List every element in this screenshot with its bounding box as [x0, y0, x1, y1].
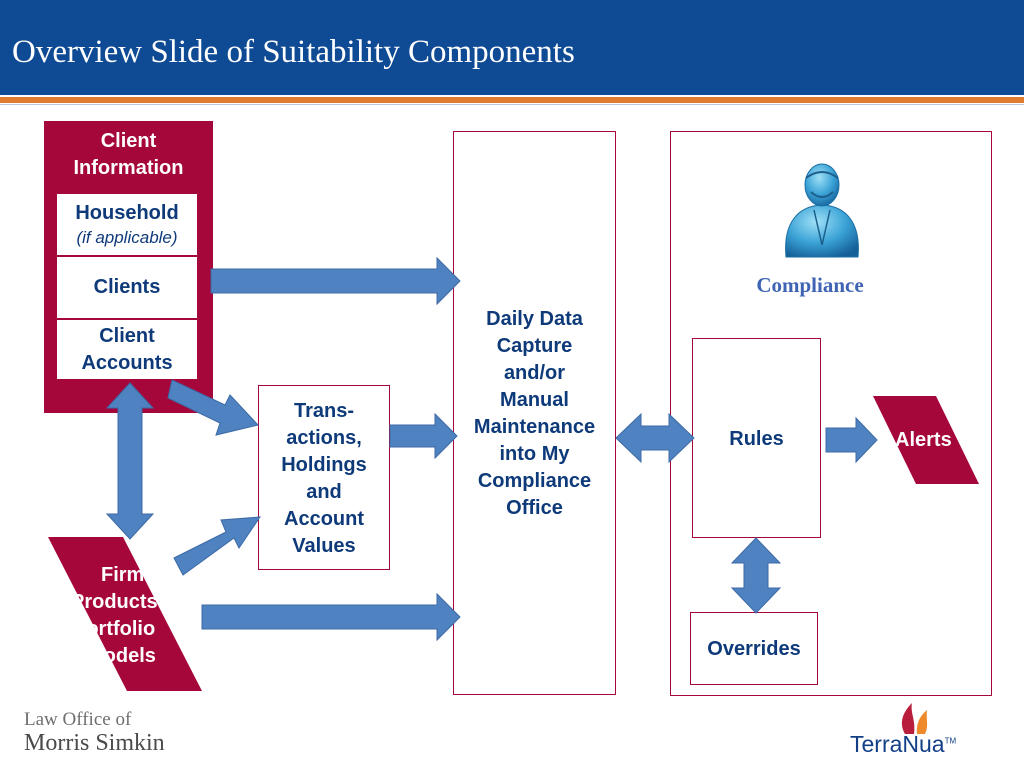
- rules-label: Rules: [729, 428, 784, 450]
- client-accounts-box: Client Accounts: [56, 319, 198, 380]
- accounts-to-transactions-arrow: [167, 379, 259, 436]
- transactions-line2: actions,: [286, 427, 362, 449]
- household-label: Household: [75, 202, 179, 224]
- products-to-transactions-arrow: [173, 516, 261, 576]
- accounts-products-double-arrow: [105, 382, 155, 540]
- firm-products-line4: Models: [87, 645, 156, 667]
- clients-label: Clients: [93, 276, 161, 298]
- slide-header: Overview Slide of Suitability Components: [0, 0, 1024, 95]
- client-information-title-line2: Information: [73, 157, 184, 179]
- client-accounts-line2: Accounts: [81, 351, 173, 374]
- daily-capture-line4: Manual: [500, 389, 569, 411]
- transactions-text: Trans- actions, Holdings and Account Val…: [258, 398, 390, 560]
- compliance-person-icon: [785, 163, 859, 258]
- daily-capture-line3: and/or: [503, 362, 566, 384]
- footer-firm-name: Morris Simkin: [24, 730, 165, 756]
- header-accent-rule: [0, 97, 1024, 103]
- transactions-line4: and: [306, 481, 342, 503]
- slide-title: Overview Slide of Suitability Components: [12, 34, 575, 70]
- overrides-box: [690, 612, 818, 685]
- transactions-box: [258, 385, 390, 570]
- alerts-label: Alerts: [895, 429, 952, 451]
- transactions-line1: Trans-: [293, 400, 355, 422]
- daily-capture-line1: Daily Data: [486, 308, 583, 330]
- transactions-line5: Account: [284, 508, 364, 530]
- daily-capture-line6: into My: [499, 443, 570, 465]
- household-box: Household (if applicable): [56, 193, 198, 256]
- rules-to-alerts-arrow: [825, 416, 878, 464]
- firm-products-line2: Products: [71, 591, 158, 613]
- terranua-logo-icon: [901, 703, 928, 734]
- compliance-label: Compliance: [756, 273, 864, 297]
- daily-capture-box: [453, 131, 616, 695]
- transactions-line3: Holdings: [281, 454, 367, 476]
- daily-capture-line8: Office: [506, 497, 563, 519]
- transactions-to-capture-arrow: [389, 412, 458, 460]
- daily-capture-line2: Capture: [496, 335, 573, 357]
- alerts-shape: [873, 396, 979, 484]
- terranua-logo: TerraNuaTM: [850, 731, 956, 758]
- client-information-title: Client Information: [44, 128, 213, 182]
- terranua-tm: TM: [944, 736, 957, 746]
- overrides-label: Overrides: [707, 638, 801, 660]
- firm-products-line1: Firm: [101, 564, 145, 586]
- footer-law-office: Law Office of: [24, 709, 132, 730]
- products-to-capture-arrow: [201, 592, 461, 642]
- rules-box: [692, 338, 821, 538]
- clients-box: Clients: [56, 256, 198, 319]
- daily-capture-line5: Maintenance: [473, 416, 596, 438]
- header-divider: [0, 104, 1024, 105]
- terranua-logo-text: TerraNua: [850, 731, 945, 757]
- rules-overrides-double-arrow: [730, 537, 782, 614]
- household-note: (if applicable): [76, 228, 178, 247]
- client-information-title-line1: Client: [100, 130, 157, 152]
- firm-products-line3: Portfolio: [73, 618, 156, 640]
- firm-products-shape: [48, 537, 202, 691]
- daily-capture-line7: Compliance: [477, 470, 592, 492]
- clients-to-capture-arrow: [210, 256, 461, 306]
- capture-rules-double-arrow: [615, 412, 695, 464]
- client-accounts-line1: Client: [99, 324, 155, 347]
- daily-capture-text: Daily Data Capture and/or Manual Mainten…: [453, 306, 616, 522]
- transactions-line6: Values: [292, 535, 356, 557]
